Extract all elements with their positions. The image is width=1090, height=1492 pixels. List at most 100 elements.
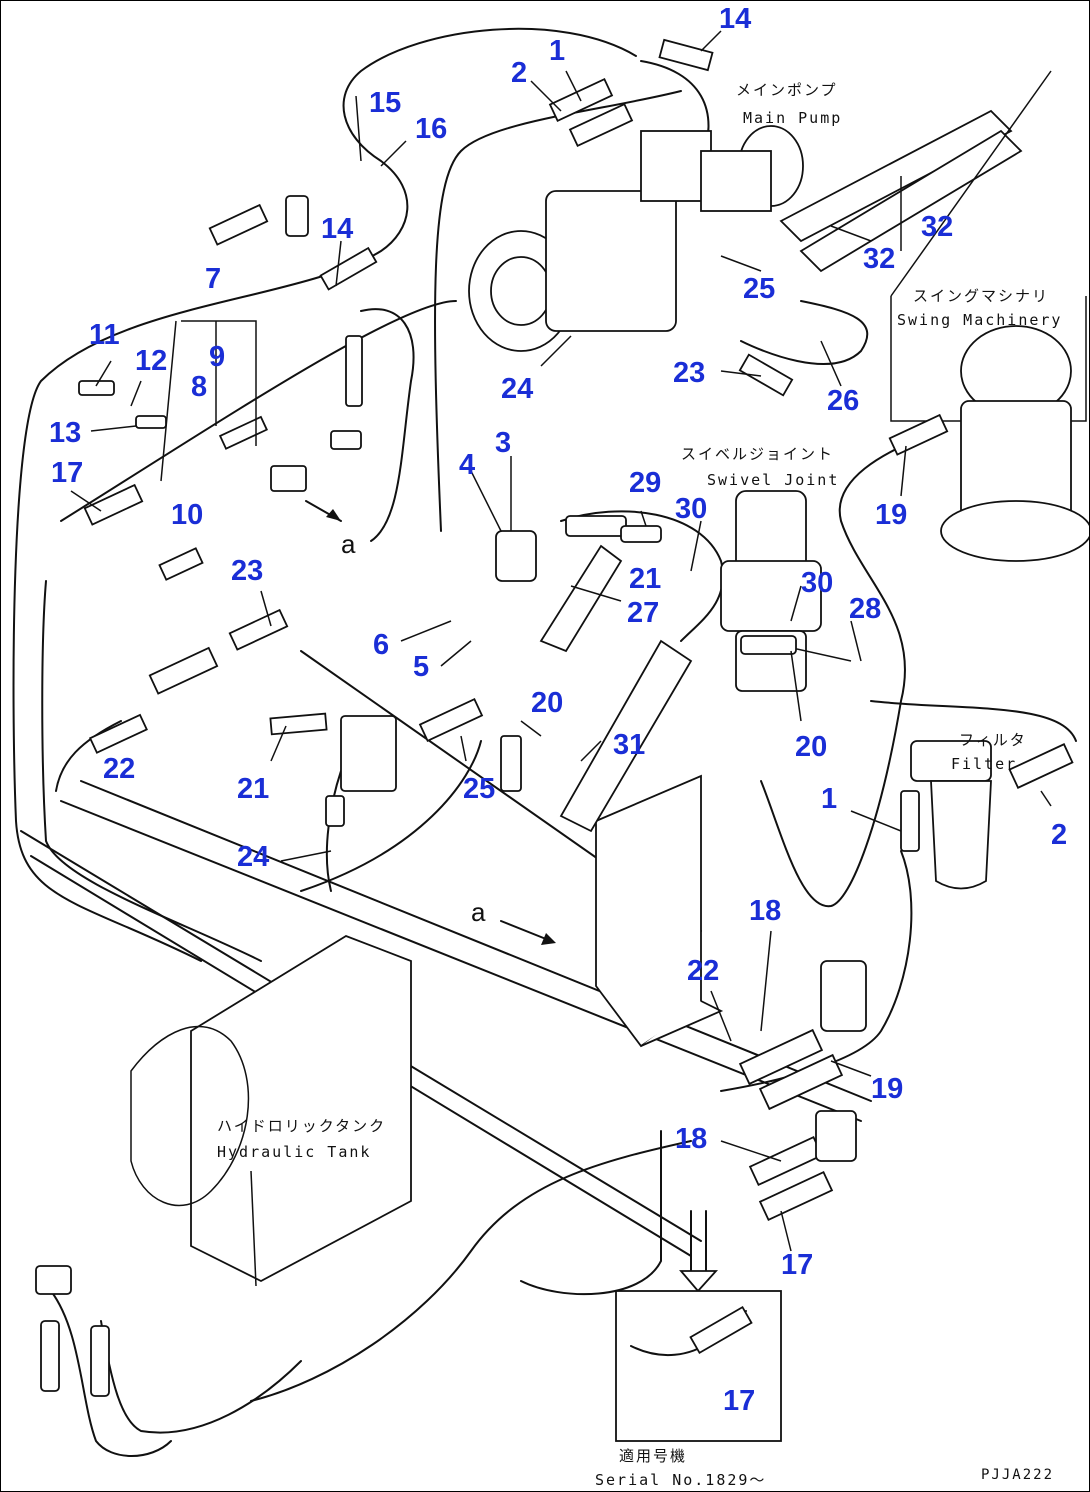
swivel-label-jp: スイベルジョイント — [681, 445, 835, 463]
serial-label-jp: 適用号機 — [619, 1447, 688, 1465]
callout-2-top: 2 — [511, 57, 528, 89]
callout-8: 8 — [191, 371, 208, 403]
filter-label-jp: フィルタ — [959, 731, 1027, 749]
callout-1-right: 1 — [821, 783, 838, 815]
callout-31: 31 — [613, 729, 646, 761]
bracket-plate-base — [640, 1000, 724, 1047]
hose-center-swirl — [560, 510, 724, 642]
view-arrow-a2-head — [541, 933, 556, 945]
main-pump-label-jp: メインポンプ — [736, 81, 838, 99]
tube-diagonal-3 — [60, 800, 862, 1122]
hose-lower-2 — [325, 770, 342, 892]
callout-16: 16 — [415, 113, 448, 145]
spiral-hose-31 — [559, 639, 693, 833]
swing-machinery-body — [940, 325, 1089, 562]
callout-21-left: 21 — [237, 773, 270, 805]
callout-28: 28 — [849, 593, 882, 625]
hose-top-small — [360, 308, 415, 542]
hose-return-lower — [250, 1140, 692, 1402]
hose-swing-right — [760, 430, 942, 908]
callout-14-left: 14 — [321, 213, 354, 245]
view-a-label-1: a — [341, 529, 356, 559]
callout-1-top: 1 — [549, 35, 566, 67]
callout-23-mid: 23 — [673, 357, 706, 389]
hose-right-return — [720, 850, 913, 1092]
callout-19-bottom: 19 — [871, 1073, 904, 1105]
callout-12: 12 — [135, 345, 168, 377]
swivel-label-en: Swivel Joint — [707, 471, 840, 489]
inset-arrow-shaft — [690, 1210, 707, 1272]
filter-label-en: Filter — [951, 755, 1018, 773]
main-pump-body — [468, 125, 804, 352]
callout-22-left: 22 — [103, 753, 136, 785]
callout-13: 13 — [49, 417, 82, 449]
inset-fitting — [689, 1305, 753, 1355]
callout-26: 26 — [827, 385, 860, 417]
callout-25-top: 25 — [743, 273, 776, 305]
callout-30-a: 30 — [675, 493, 708, 525]
callout-3: 3 — [495, 427, 512, 459]
serial-label-en: Serial No.1829～ — [595, 1471, 767, 1489]
callout-19-right: 19 — [875, 499, 908, 531]
callout-14-top: 14 — [719, 3, 752, 35]
callout-20-left: 20 — [531, 687, 564, 719]
inset-arrow-head — [679, 1270, 719, 1293]
view-arrow-a2 — [500, 920, 552, 942]
callout-25-mid: 25 — [463, 773, 496, 805]
hose-left-long-a — [41, 580, 262, 962]
valve-block — [340, 715, 397, 792]
tank-label-jp: ハイドロリックタンク — [217, 1117, 387, 1135]
fittings — [35, 38, 1074, 1397]
callout-5: 5 — [413, 651, 430, 683]
hose-filter — [870, 700, 1077, 742]
callout-18-bottom: 18 — [675, 1123, 708, 1155]
callout-11: 11 — [89, 319, 120, 351]
callout-22-mid: 22 — [687, 955, 720, 987]
hose-to-tank — [520, 1130, 662, 1296]
hose-left-bundle — [55, 720, 122, 792]
swing-label-en: Swing Machinery — [897, 311, 1063, 329]
hose-bottom-left-a — [50, 1290, 172, 1457]
hose-left-long-b — [60, 300, 457, 522]
callout-4: 4 — [459, 449, 476, 481]
callout-17-inset: 17 — [723, 1385, 756, 1417]
callout-24-top: 24 — [501, 373, 534, 405]
callout-32-b: 32 — [863, 243, 896, 275]
spiral-hose-27 — [539, 544, 623, 653]
drawing-code: PJJA222 — [981, 1467, 1055, 1483]
callout-15: 15 — [369, 87, 402, 119]
bracket-plate — [595, 774, 702, 1048]
filter-body — [910, 740, 992, 890]
hydraulic-tank-body — [130, 935, 412, 1287]
callout-30-b: 30 — [801, 567, 834, 599]
view-a-label-2: a — [471, 897, 486, 927]
inset-box — [615, 1290, 782, 1442]
view-arrow-a1-head — [326, 509, 341, 521]
swing-label-jp: スイングマシナリ — [913, 287, 1050, 305]
tube-diagonal-4 — [80, 780, 872, 1102]
callout-23-left: 23 — [231, 555, 264, 587]
callout-29: 29 — [629, 467, 662, 499]
callout-2-right: 2 — [1051, 819, 1068, 851]
tank-label-en: Hydraulic Tank — [217, 1143, 372, 1161]
swing-hose-32 — [779, 109, 1013, 243]
callout-6: 6 — [373, 629, 390, 661]
callout-20-right: 20 — [795, 731, 828, 763]
hose-swing-loop — [740, 300, 869, 365]
callout-10: 10 — [171, 499, 204, 531]
callout-17-left: 17 — [51, 457, 84, 489]
hose-vertical-center — [434, 90, 682, 532]
callout-9: 9 — [209, 341, 226, 373]
callout-27: 27 — [627, 597, 660, 629]
callout-17-right: 17 — [781, 1249, 814, 1281]
hose-bottom-left-b — [100, 1320, 302, 1434]
leader-lines — [70, 30, 1052, 1382]
hose-lower-1 — [300, 740, 482, 892]
callout-7: 7 — [205, 263, 222, 295]
leader-box-swing — [890, 70, 1052, 297]
main-pump-label-en: Main Pump — [743, 109, 843, 127]
callout-21-mid: 21 — [629, 563, 662, 595]
callout-32-a: 32 — [921, 211, 954, 243]
